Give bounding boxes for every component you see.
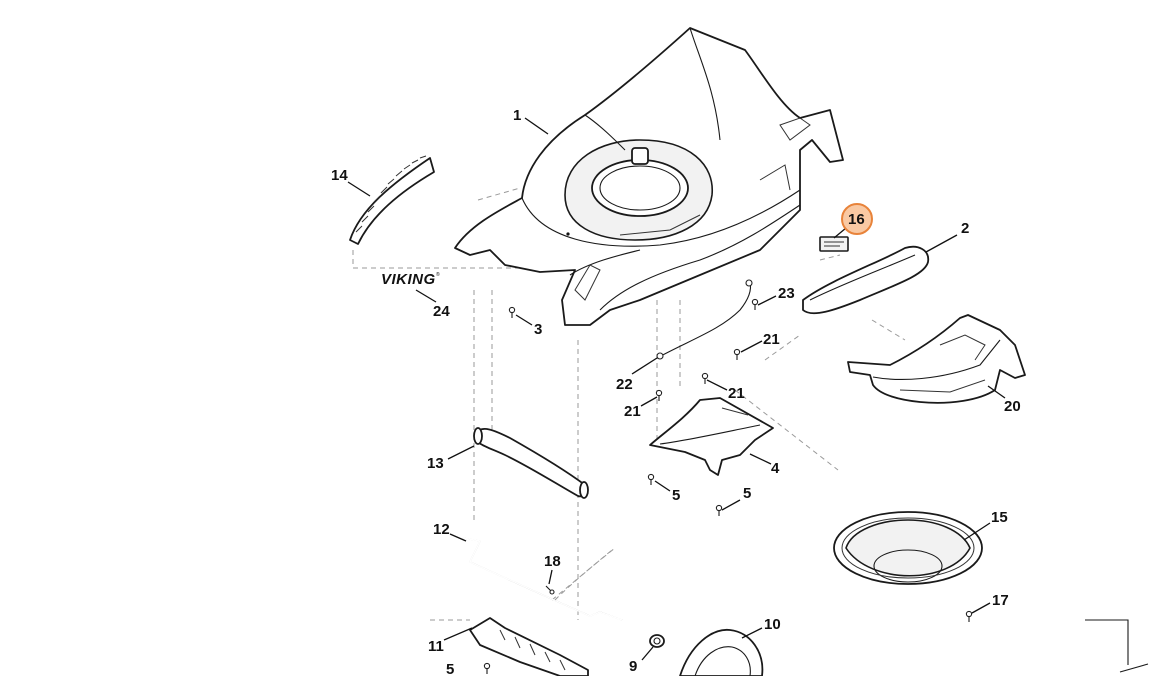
label-part-15[interactable]: 15	[991, 509, 1008, 526]
label-part-21-a[interactable]: 21	[763, 331, 780, 348]
wheel-cover[interactable]	[833, 511, 983, 585]
label-part-21-b[interactable]: 21	[728, 385, 745, 402]
grass-chute[interactable]	[847, 314, 1026, 404]
handle-tube[interactable]	[473, 427, 589, 499]
label-part-23[interactable]: 23	[778, 285, 795, 302]
wire-bracket[interactable]	[656, 279, 753, 360]
screw-23[interactable]	[751, 298, 759, 310]
label-part-5-c[interactable]: 5	[446, 661, 454, 676]
screw-3[interactable]	[508, 306, 516, 318]
label-part-11[interactable]: 11	[428, 638, 444, 655]
screws	[483, 298, 973, 674]
screw-21-a[interactable]	[733, 348, 741, 360]
label-part-10[interactable]: 10	[764, 616, 781, 633]
label-part-3[interactable]: 3	[534, 321, 542, 338]
label-part-12[interactable]: 12	[433, 521, 450, 538]
part-labels: 1 2 3 4 5 5 5 9 10 11 12 13 14 15 16 17 …	[331, 107, 1021, 676]
screw-21-b[interactable]	[701, 372, 709, 384]
label-part-4[interactable]: 4	[771, 460, 780, 477]
deflector-plate[interactable]	[649, 397, 774, 476]
label-part-20[interactable]: 20	[1004, 398, 1021, 415]
label-part-18[interactable]: 18	[544, 553, 561, 570]
label-part-14[interactable]: 14	[331, 167, 348, 184]
corner-fragment	[1085, 619, 1149, 673]
label-part-5-a[interactable]: 5	[672, 487, 680, 504]
label-part-5-b[interactable]: 5	[743, 485, 751, 502]
deck-housing[interactable]	[454, 27, 844, 326]
rear-guard[interactable]	[469, 617, 589, 676]
screw-5-c[interactable]	[483, 662, 491, 674]
label-part-9[interactable]: 9	[629, 658, 637, 675]
leader-lines	[347, 117, 1006, 661]
side-trim[interactable]	[802, 245, 930, 315]
screw-21-c[interactable]	[655, 389, 663, 401]
screw-5-b[interactable]	[715, 504, 723, 516]
axle-rod[interactable]	[462, 537, 623, 621]
label-part-17[interactable]: 17	[992, 592, 1009, 609]
label-part-2[interactable]: 2	[961, 220, 969, 237]
trademark-symbol: ®	[436, 271, 440, 278]
label-part-13[interactable]: 13	[427, 455, 444, 472]
screw-17[interactable]	[965, 610, 973, 622]
wheel[interactable]	[679, 629, 764, 676]
label-part-21-c[interactable]: 21	[624, 403, 641, 420]
assembly-guides	[352, 187, 906, 621]
viking-logo-sticker[interactable]: VIKING ®	[381, 271, 440, 288]
label-part-1[interactable]: 1	[513, 107, 521, 124]
wheel-bearing[interactable]	[649, 634, 665, 648]
pin[interactable]	[545, 547, 616, 601]
label-part-24[interactable]: 24	[433, 303, 450, 320]
highlight-circle[interactable]	[841, 203, 873, 235]
label-part-22[interactable]: 22	[616, 376, 633, 393]
label-part-16[interactable]: 16	[848, 211, 865, 228]
viking-logo-text: VIKING	[381, 271, 436, 288]
screw-5-a[interactable]	[647, 473, 655, 485]
label-sticker[interactable]	[819, 236, 849, 252]
bumper-strip[interactable]	[349, 155, 435, 245]
